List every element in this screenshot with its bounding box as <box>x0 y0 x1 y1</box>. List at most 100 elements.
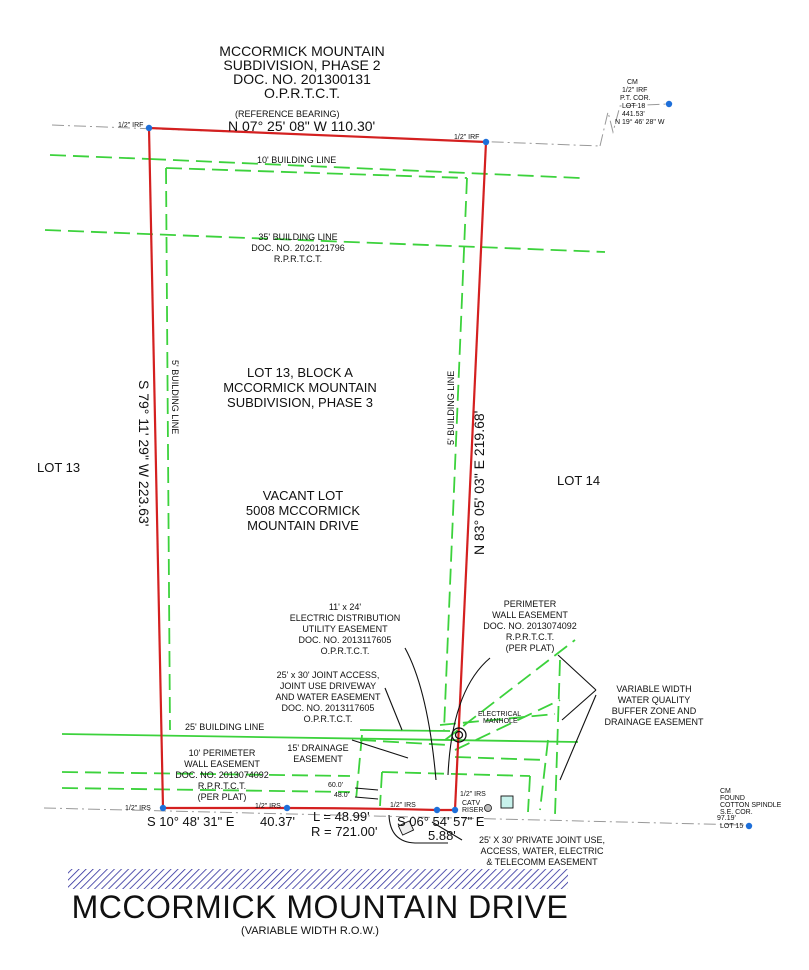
electric-line-3: UTILITY EASEMENT <box>302 624 388 634</box>
perimeter-easement-right-label: PERIMETER WALL EASEMENT DOC. NO. 2013074… <box>483 599 577 653</box>
wq-buffer-line-1 <box>444 639 576 741</box>
cm-south-line-1: CM <box>720 788 731 795</box>
thirtyfive-label: 35' BUILDING LINE DOC. NO. 2020121796 R.… <box>251 232 345 264</box>
label-ne-irf: 1/2" IRF <box>454 134 479 141</box>
cm-north-line-1: CM <box>627 79 638 86</box>
drainage-line-2: EASEMENT <box>293 754 343 764</box>
pin-ne <box>482 138 490 146</box>
leader-electric <box>404 647 437 781</box>
perim-l-line-1: 10' PERIMETER <box>189 748 256 758</box>
private-line-2: ACCESS, WATER, ELECTRIC <box>480 846 604 856</box>
boundary-west <box>147 127 165 809</box>
twentyfive-foot-building-line-label: 25' BUILDING LINE <box>185 722 264 732</box>
electric-line-4: DOC. NO. 2013117605 <box>299 635 392 645</box>
dim-97: 97.19' <box>717 815 736 822</box>
label-sw-irs: 1/2" IRS <box>125 805 151 812</box>
inner-box-left <box>165 167 171 731</box>
leader-wq-2 <box>557 654 597 691</box>
twentyfive-foot-building-line <box>61 733 579 743</box>
subdivision-title: MCCORMICK MOUNTAIN SUBDIVISION, PHASE 2 … <box>219 43 384 101</box>
ten-foot-line-west <box>49 154 151 160</box>
drainage-vertical-line <box>355 734 363 801</box>
se-distance: 5.88' <box>428 828 456 843</box>
electric-easement-left <box>379 771 383 807</box>
pin-cm-north <box>665 100 673 108</box>
five-foot-line-right-label: 5' BUILDING LINE <box>446 371 456 445</box>
wq-buffer-line-3 <box>554 659 561 816</box>
leader-drainage <box>351 739 409 759</box>
perimeter-easement-line-1 <box>61 771 351 777</box>
dim-60: 60.0' <box>328 782 343 789</box>
perim-r-line-3: DOC. NO. 2013074092 <box>483 621 577 631</box>
private-line-1: 25' X 30' PRIVATE JOINT USE, <box>479 835 605 845</box>
wq-line-4: DRAINAGE EASEMENT <box>604 717 704 727</box>
inner-box-right <box>443 177 468 731</box>
perimeter-easement-line-2 <box>61 787 351 793</box>
curve-bracket <box>388 814 448 844</box>
leader-perimeter-right <box>447 657 491 776</box>
street-name: MCCORMICK MOUNTAIN DRIVE <box>72 889 569 925</box>
joint-line-2: JOINT USE DRIVEWAY <box>280 681 376 691</box>
electrical-manhole-icon <box>451 727 467 743</box>
electric-line-2: ELECTRIC DISTRIBUTION <box>290 613 401 623</box>
title-line-4: O.P.R.T.C.T. <box>264 85 340 101</box>
vacant-line-1: VACANT LOT <box>263 488 343 503</box>
street-row-note: (VARIABLE WIDTH R.O.W.) <box>241 925 379 937</box>
leader-private <box>431 821 463 841</box>
leader-joint-access <box>384 687 403 731</box>
joint-line-1: 25' x 30' JOINT ACCESS, <box>277 670 380 680</box>
survey-pins <box>145 100 753 830</box>
label-nw-irf: 1/2" IRF <box>118 122 143 129</box>
manhole-label-1: ELECTRICAL <box>478 711 521 718</box>
title-line-1: MCCORMICK MOUNTAIN <box>219 43 384 59</box>
electric-easement-label: 11' x 24' ELECTRIC DISTRIBUTION UTILITY … <box>290 602 401 656</box>
catv-label-1: CATV <box>462 800 480 807</box>
label-se-irs: 1/2" IRS <box>460 791 486 798</box>
south-bearing: S 10° 48' 31" E <box>147 814 235 829</box>
joint-line-5: O.P.R.T.C.T. <box>304 714 353 724</box>
pin-cm-south <box>745 822 753 830</box>
perimeter-easement-left-label: 10' PERIMETER WALL EASEMENT DOC. NO. 201… <box>175 748 269 802</box>
cm-north-line-2: 1/2" IRF <box>622 87 647 94</box>
pin-sw <box>159 804 167 812</box>
street-edge-hatch <box>68 869 568 889</box>
leader-48 <box>354 796 379 800</box>
lot-description: LOT 13, BLOCK A MCCORMICK MOUNTAIN SUBDI… <box>223 365 377 533</box>
thirtyfive-line-1: 35' BUILDING LINE <box>258 232 337 242</box>
drainage-easement-label: 15' DRAINAGE EASEMENT <box>287 743 348 764</box>
electric-line-5: O.P.R.T.C.T. <box>321 646 370 656</box>
north-bearing: N 07° 25' 08" W 110.30' <box>228 118 375 134</box>
thirtyfive-foot-building-line <box>44 229 606 253</box>
cm-south-line-4: S.E. COR. <box>720 809 753 816</box>
electric-easement-right <box>527 775 531 813</box>
water-quality-easement-label: VARIABLE WIDTH WATER QUALITY BUFFER ZONE… <box>604 684 704 727</box>
five-foot-line-left-label: 5' BUILDING LINE <box>170 360 180 434</box>
boundary-south <box>163 806 455 812</box>
cm-north-line-3: P.T. COR. <box>620 95 651 102</box>
wq-buffer-line-6 <box>454 756 546 761</box>
vacant-line-3: MOUNTAIN DRIVE <box>247 518 359 533</box>
east-bearing: N 83° 05' 03" E 219.68' <box>471 411 487 555</box>
perim-l-line-2: WALL EASEMENT <box>184 759 260 769</box>
label-s-right-irs: 1/2" IRS <box>390 802 416 809</box>
perim-r-line-5: (PER PLAT) <box>506 643 555 653</box>
boundary-north <box>148 126 487 144</box>
lot-line-2: MCCORMICK MOUNTAIN <box>223 380 377 395</box>
wq-buffer-line-5 <box>439 713 556 726</box>
vacant-line-2: 5008 MCCORMICK <box>246 503 360 518</box>
label-s-mid-irs: 1/2" IRS <box>255 803 281 810</box>
wq-buffer-line-2 <box>454 699 561 751</box>
neighbor-lot-left: LOT 13 <box>37 460 80 475</box>
wq-buffer-line-4 <box>539 739 549 811</box>
joint-access-easement-label: 25' x 30' JOINT ACCESS, JOINT USE DRIVEW… <box>275 670 381 724</box>
cm-south-line-3: COTTON SPINDLE <box>720 802 782 809</box>
dim-48: 48.0' <box>334 792 349 799</box>
perim-r-line-4: R.P.R.T.C.T. <box>506 632 554 642</box>
catv-riser-icon <box>484 804 492 812</box>
cm-south-note: CM FOUND COTTON SPINDLE S.E. COR. LOT 15 <box>720 788 782 830</box>
drainage-easement-line <box>359 739 449 746</box>
cm-south-line-5: LOT 15 <box>720 823 743 830</box>
ten-foot-building-line-label: 10' BUILDING LINE <box>257 155 336 165</box>
pin-s-right <box>433 806 441 814</box>
